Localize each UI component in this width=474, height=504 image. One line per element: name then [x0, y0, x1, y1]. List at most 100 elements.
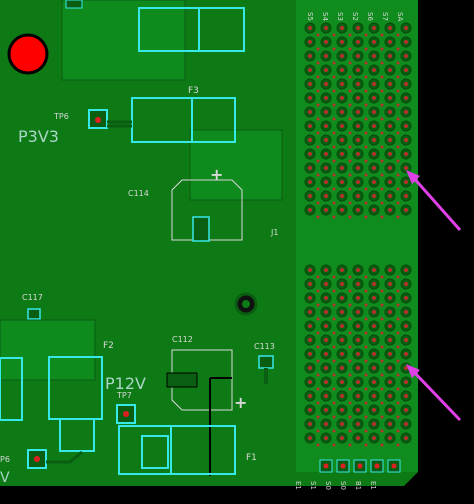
via-drill: [356, 54, 360, 58]
via-drill: [372, 166, 376, 170]
via-small: [316, 117, 320, 121]
f2-pad-bottom[interactable]: [59, 418, 95, 452]
via-drill: [340, 366, 344, 370]
c114-pad[interactable]: [192, 216, 210, 242]
via-drill: [340, 324, 344, 328]
via-drill: [404, 296, 408, 300]
connector-top-label: S2: [351, 12, 359, 21]
via-small: [316, 387, 320, 391]
via-drill: [404, 394, 408, 398]
via-small: [348, 173, 352, 177]
via-small: [348, 61, 352, 65]
via-small: [380, 117, 384, 121]
via-small: [396, 47, 400, 51]
via-drill: [388, 422, 392, 426]
via-drill: [356, 296, 360, 300]
via-drill: [404, 110, 408, 114]
via-drill: [404, 68, 408, 72]
via-small: [396, 331, 400, 335]
via-drill: [404, 138, 408, 142]
via-small: [364, 387, 368, 391]
left-pad-edge[interactable]: [0, 357, 23, 421]
board-bottom-edge: [0, 486, 404, 504]
via-drill: [308, 436, 312, 440]
via-drill: [324, 394, 328, 398]
f1-pad-inner[interactable]: [141, 435, 169, 469]
via-small: [396, 401, 400, 405]
via-drill: [308, 124, 312, 128]
via-drill: [340, 166, 344, 170]
via-drill: [388, 366, 392, 370]
via-small: [380, 145, 384, 149]
connector-top-label: S5: [306, 12, 314, 21]
via-small: [396, 387, 400, 391]
via-small: [380, 345, 384, 349]
via-small: [348, 75, 352, 79]
via-drill: [340, 296, 344, 300]
tp6-label: TP6: [53, 112, 69, 121]
top-pad-right[interactable]: [198, 7, 245, 52]
via-drill: [308, 408, 312, 412]
via-drill: [356, 394, 360, 398]
via-small: [364, 401, 368, 405]
via-drill: [372, 282, 376, 286]
via-small: [380, 317, 384, 321]
via-drill: [340, 310, 344, 314]
connector-bottom-label: E1: [294, 481, 302, 490]
via-drill: [372, 194, 376, 198]
via-small: [332, 75, 336, 79]
via-small: [332, 103, 336, 107]
connector-bottom-pad-drill: [374, 463, 380, 469]
via-small: [332, 145, 336, 149]
via-drill: [308, 296, 312, 300]
top-edge-pad[interactable]: [65, 0, 83, 9]
p12v-label: P12V: [105, 374, 146, 393]
via-drill: [356, 96, 360, 100]
via-drill: [356, 324, 360, 328]
f1-pad-right[interactable]: [170, 425, 236, 475]
via-drill: [340, 26, 344, 30]
via-small: [364, 303, 368, 307]
c117-pad[interactable]: [27, 308, 41, 320]
via-small: [348, 201, 352, 205]
trace-p6: [46, 450, 83, 464]
connector-via-array-top: [304, 22, 412, 219]
fiducial-marker[interactable]: [7, 33, 49, 75]
via-small: [348, 317, 352, 321]
via-small: [348, 429, 352, 433]
via-drill: [388, 352, 392, 356]
via-drill: [404, 194, 408, 198]
via-small: [348, 401, 352, 405]
via-drill: [340, 138, 344, 142]
c112-pad[interactable]: [166, 372, 198, 388]
via-small: [380, 103, 384, 107]
via-drill: [356, 338, 360, 342]
via-drill: [404, 338, 408, 342]
via-small: [348, 117, 352, 121]
c114-outline[interactable]: [171, 179, 243, 241]
via-drill: [324, 352, 328, 356]
via-drill: [372, 366, 376, 370]
via-small: [316, 89, 320, 93]
via-drill: [404, 208, 408, 212]
via-drill: [308, 422, 312, 426]
via-small: [396, 303, 400, 307]
c113-pad[interactable]: [258, 355, 274, 369]
via-drill: [388, 166, 392, 170]
via-small: [380, 373, 384, 377]
f3-pad-right[interactable]: [191, 97, 236, 143]
via-drill: [388, 54, 392, 58]
via-drill: [404, 282, 408, 286]
via-drill: [324, 380, 328, 384]
via-drill: [356, 310, 360, 314]
via-drill: [356, 268, 360, 272]
c112-outline[interactable]: [171, 349, 233, 411]
via-drill: [372, 324, 376, 328]
via-small: [332, 317, 336, 321]
via-small: [332, 331, 336, 335]
via-drill: [308, 208, 312, 212]
connector-bottom-label: S0: [324, 481, 332, 490]
via-small: [332, 117, 336, 121]
